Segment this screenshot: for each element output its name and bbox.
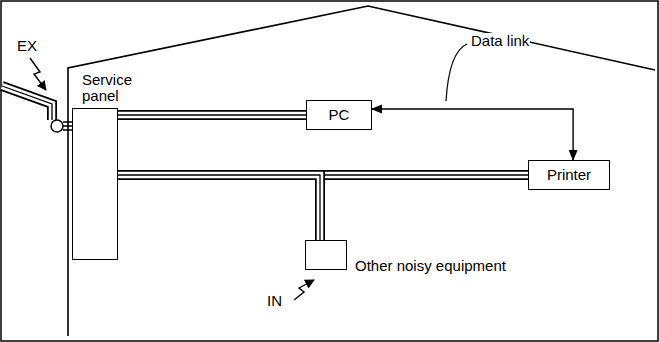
ex-noise-bolt xyxy=(30,58,46,90)
in-noise-bolt xyxy=(294,280,314,300)
node-label: PC xyxy=(329,107,350,123)
power-cable xyxy=(118,175,320,240)
node-label: Printer xyxy=(547,167,591,183)
noisy-equipment: Other noisy equipment xyxy=(305,240,506,270)
node-label: Other noisy equipment xyxy=(355,258,506,274)
equipment-box xyxy=(305,240,347,270)
callout-label: Data link xyxy=(470,33,530,49)
leader-line xyxy=(446,44,467,101)
house-outline xyxy=(68,6,655,336)
pc-box: PC xyxy=(306,100,372,130)
node-label: Service panel xyxy=(82,72,148,104)
noise-label: EX xyxy=(16,38,38,54)
service-panel: Service panel xyxy=(76,72,148,260)
data-link xyxy=(372,109,573,160)
printer-box: Printer xyxy=(528,160,610,190)
panel-box xyxy=(72,108,118,260)
noise-label: IN xyxy=(266,293,283,309)
service-drop-cable xyxy=(2,86,72,132)
power-cable xyxy=(118,115,306,116)
